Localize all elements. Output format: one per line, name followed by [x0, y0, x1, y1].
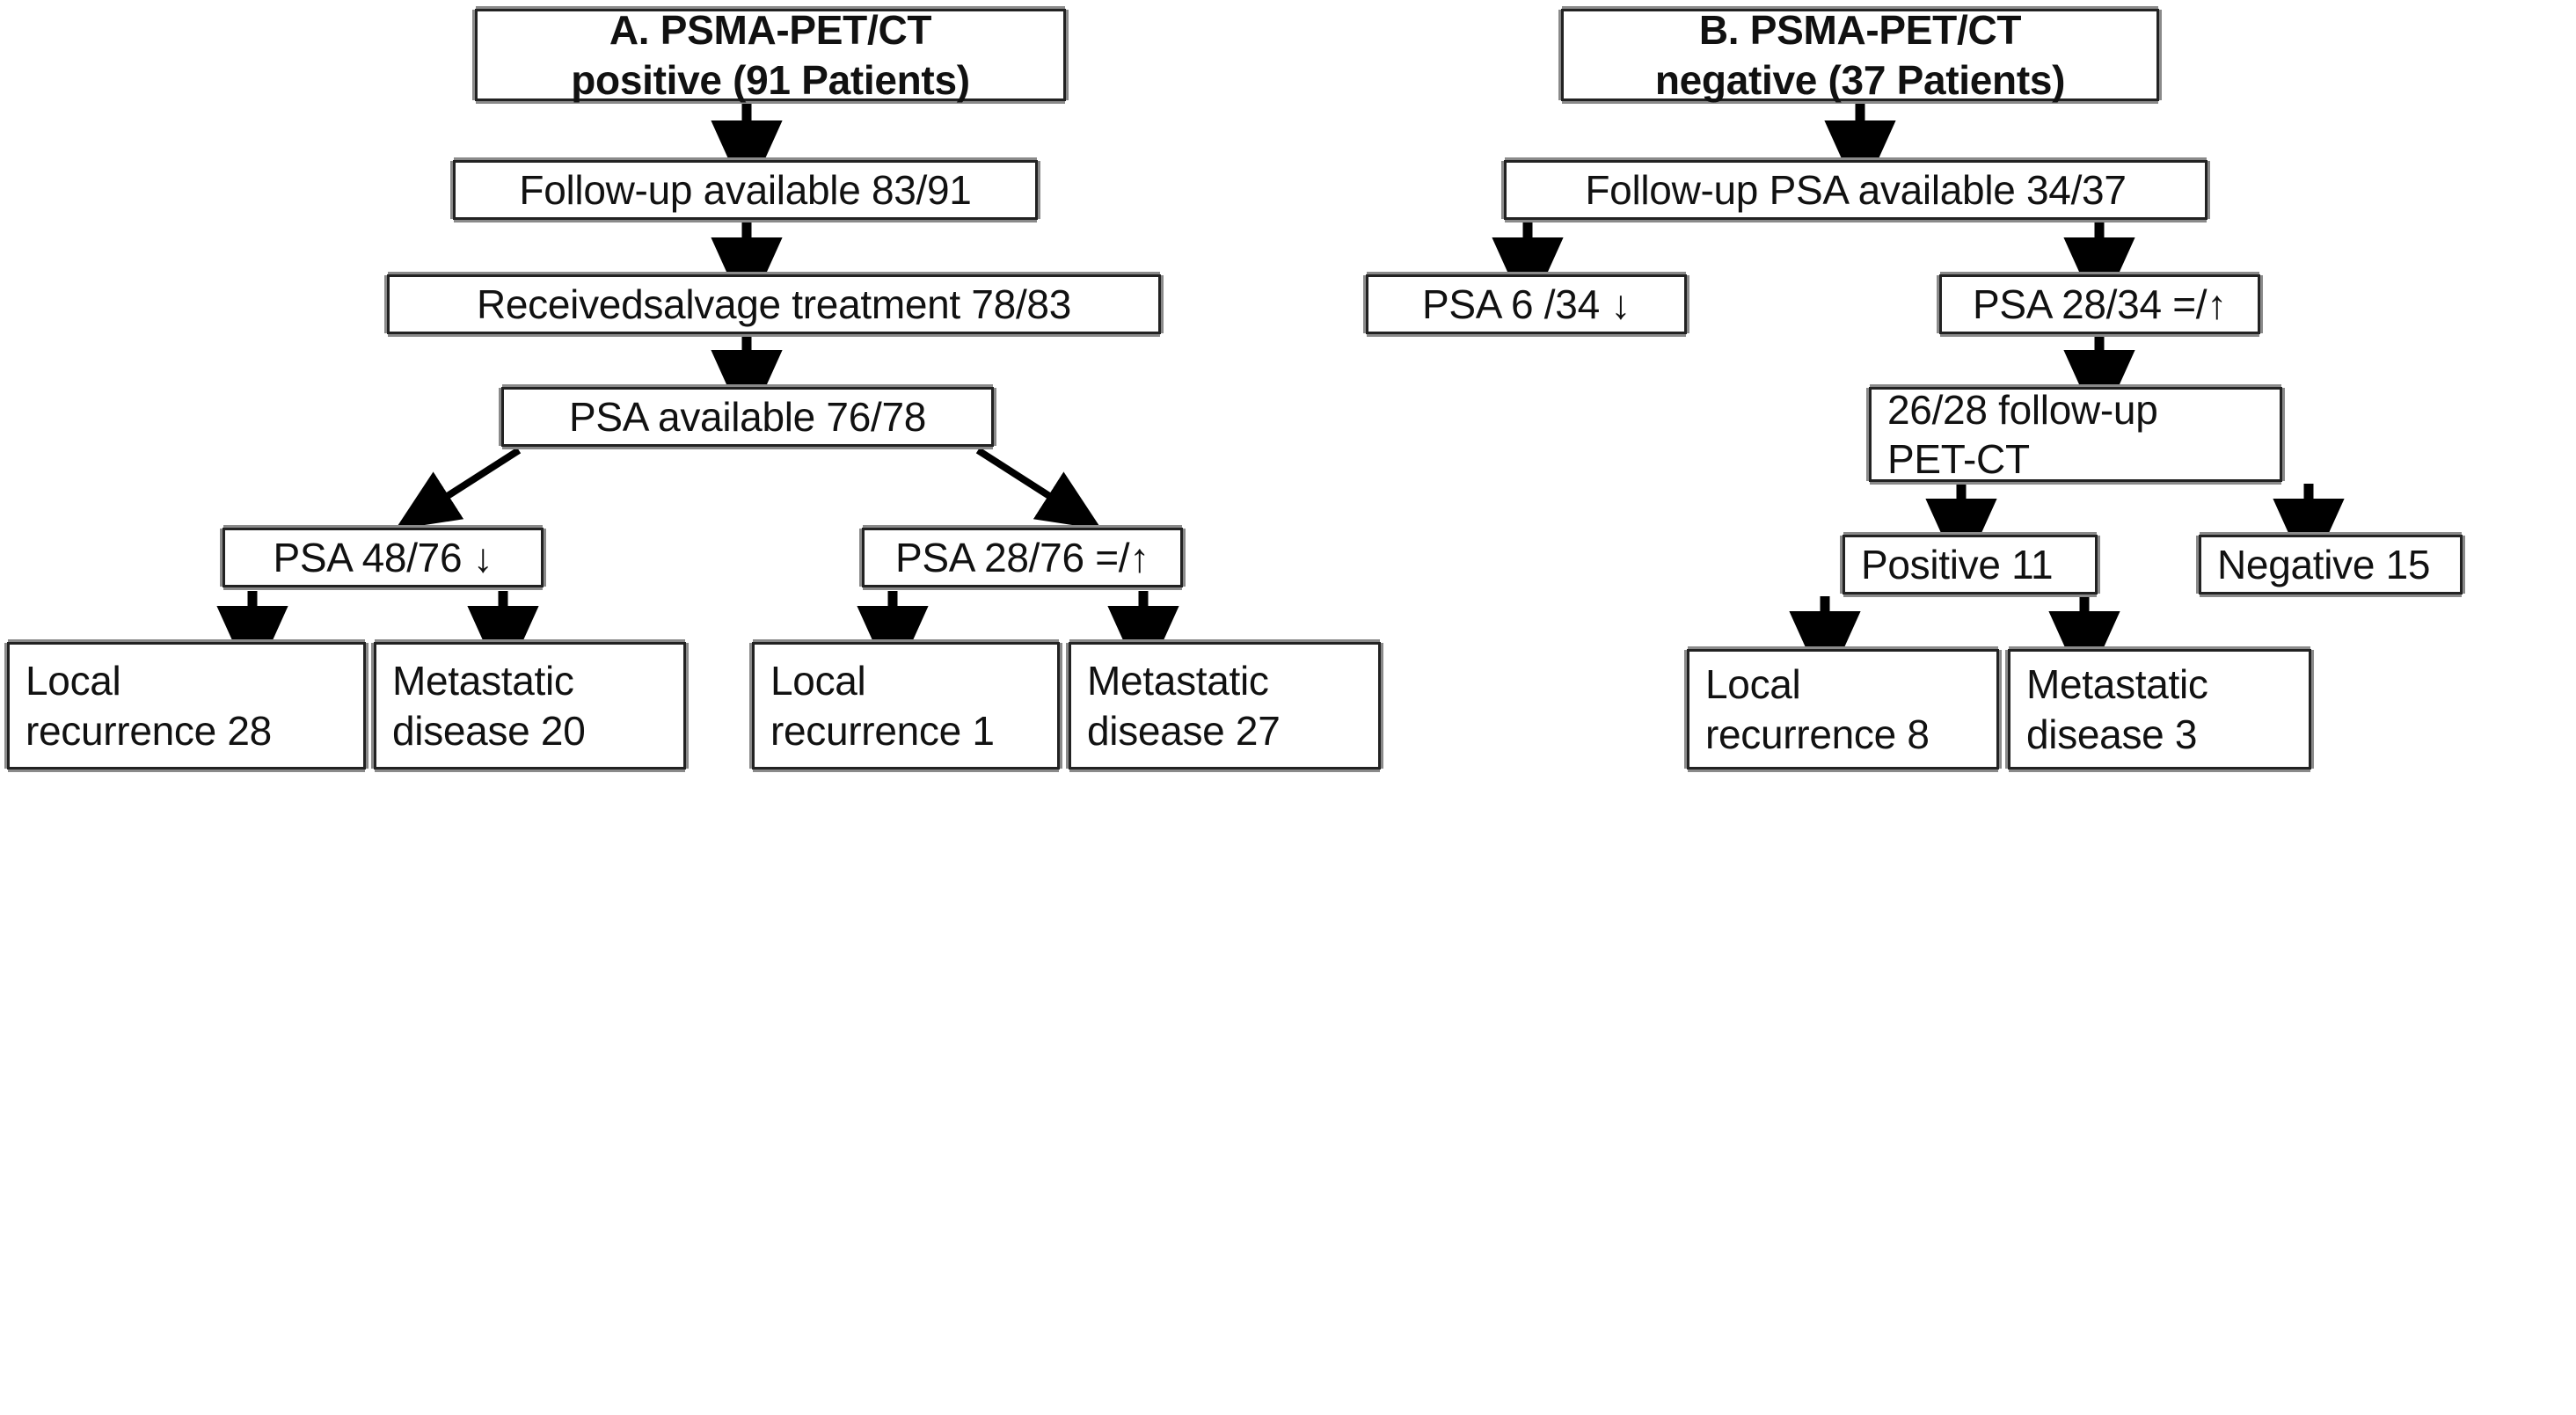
node-a-psa-rise-label: PSA 28/76 =/↑ — [895, 534, 1149, 580]
node-a-rise-local: Local recurrence 1 — [752, 642, 1060, 769]
node-b-root-line1: B. PSMA-PET/CT — [1698, 7, 2022, 54]
node-b-root-line2: negative (37 Patients) — [1654, 56, 2066, 103]
node-a-root-line2: positive (91 Patients) — [571, 56, 970, 103]
node-a-root: A. PSMA-PET/CT positive (91 Patients) — [475, 7, 1066, 103]
node-b-local-line2: recurrence 8 — [1705, 711, 1930, 757]
node-a-decline-local: Local recurrence 28 — [7, 642, 366, 769]
node-b-negative-label: Negative 15 — [2217, 541, 2431, 587]
node-a-psa-decline: PSA 48/76 ↓ — [223, 528, 544, 587]
node-a-psa-decline-label: PSA 48/76 ↓ — [273, 534, 493, 580]
node-b-petct-line2: PET-CT — [1887, 436, 2030, 482]
node-a-psa-rise: PSA 28/76 =/↑ — [862, 528, 1183, 587]
node-b-followup: Follow-up PSA available 34/37 — [1504, 160, 2207, 220]
node-a-rise-met-line2: disease 27 — [1087, 707, 1281, 754]
node-b-root: B. PSMA-PET/CT negative (37 Patients) — [1561, 7, 2159, 103]
node-a-followup: Follow-up available 83/91 — [453, 160, 1038, 220]
node-a-salvage-label: Receivedsalvage treatment 78/83 — [476, 281, 1071, 327]
node-b-negative: Negative 15 — [2199, 535, 2463, 594]
node-b-positive-label: Positive 11 — [1861, 541, 2054, 587]
node-b-psa-rise: PSA 28/34 =/↑ — [1939, 274, 2260, 334]
node-b-metastatic: Metastatic disease 3 — [2008, 649, 2311, 769]
node-b-local-line1: Local — [1705, 661, 1801, 708]
node-a-decline-met-line2: disease 20 — [392, 707, 586, 754]
node-b-followup-label: Follow-up PSA available 34/37 — [1585, 166, 2127, 213]
node-a-rise-metastatic: Metastatic disease 27 — [1069, 642, 1381, 769]
node-b-psa-decline: PSA 6 /34 ↓ — [1366, 274, 1687, 334]
arrow-a-psa-to-rise — [975, 447, 1102, 530]
arrow-a-psa-to-decline — [395, 447, 522, 530]
node-a-followup-label: Follow-up available 83/91 — [519, 166, 972, 213]
node-b-local-recurrence: Local recurrence 8 — [1687, 649, 1999, 769]
node-b-positive: Positive 11 — [1843, 535, 2098, 594]
node-a-psa-available: PSA available 76/78 — [501, 387, 994, 447]
node-a-decline-local-line1: Local — [26, 658, 121, 704]
node-a-salvage: Receivedsalvage treatment 78/83 — [387, 274, 1161, 334]
node-b-petct: 26/28 follow-up PET-CT — [1869, 387, 2282, 482]
node-b-met-line1: Metastatic — [2026, 661, 2208, 708]
node-b-petct-line1: 26/28 follow-up — [1887, 386, 2158, 433]
node-a-decline-local-line2: recurrence 28 — [26, 707, 272, 754]
node-b-met-line2: disease 3 — [2026, 711, 2198, 757]
node-a-rise-local-line2: recurrence 1 — [770, 707, 995, 754]
node-a-decline-met-line1: Metastatic — [392, 658, 574, 704]
node-a-decline-metastatic: Metastatic disease 20 — [374, 642, 686, 769]
node-b-psa-decline-label: PSA 6 /34 ↓ — [1421, 281, 1631, 327]
node-a-rise-met-line1: Metastatic — [1087, 658, 1269, 704]
node-a-root-line1: A. PSMA-PET/CT — [609, 7, 932, 54]
node-b-psa-rise-label: PSA 28/34 =/↑ — [1973, 281, 2227, 327]
node-a-rise-local-line1: Local — [770, 658, 866, 704]
node-a-psa-available-label: PSA available 76/78 — [568, 393, 927, 440]
